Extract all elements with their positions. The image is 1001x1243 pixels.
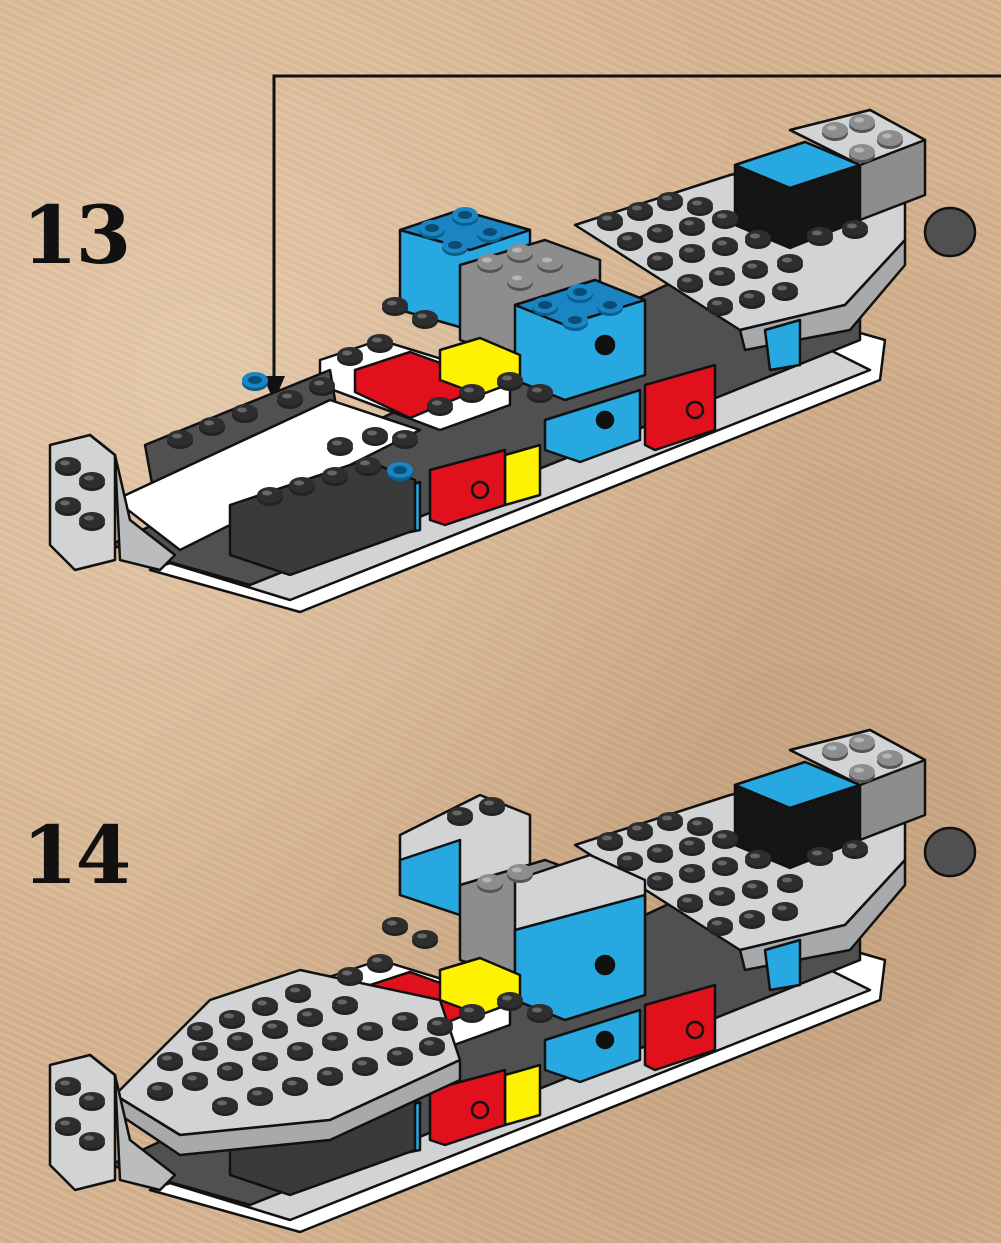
lego-model-step-13	[48, 108, 977, 614]
step-number-13: 13	[22, 188, 131, 282]
callout-arrow-icon	[263, 74, 1001, 402]
lego-model-step-14	[48, 728, 977, 1234]
step-number-14: 14	[22, 808, 131, 902]
